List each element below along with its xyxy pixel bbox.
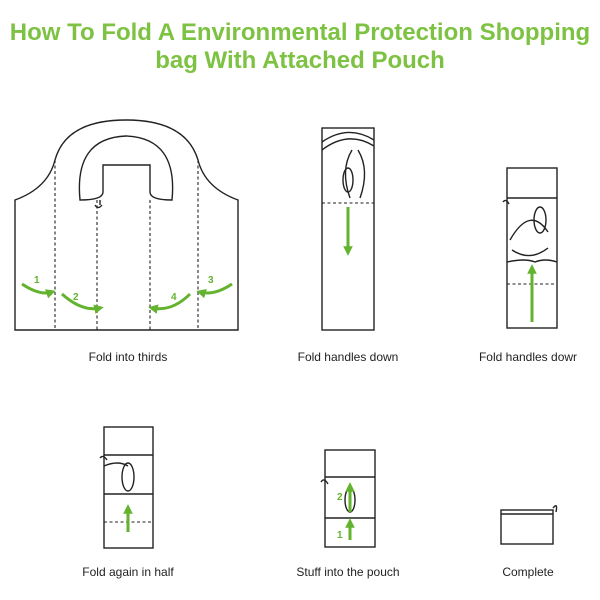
page-title-line-1: How To Fold A Environmental Protection S… xyxy=(9,19,591,46)
step-1-bag-illustration: 1 2 4 3 xyxy=(14,119,239,331)
step-2-bag-illustration xyxy=(321,127,375,331)
step-6-caption: Complete xyxy=(502,565,554,579)
step-5-number-2: 2 xyxy=(337,492,343,503)
step-2-caption: Fold handles down xyxy=(297,350,399,364)
step-1-number-2: 2 xyxy=(73,292,79,303)
step-1-caption: Fold into thirds xyxy=(88,350,168,364)
step-1-number-1: 1 xyxy=(34,275,40,286)
step-4-caption: Fold again in half xyxy=(82,565,174,579)
step-5-caption: Stuff into the pouch xyxy=(296,565,400,579)
step-5-number-1: 1 xyxy=(337,530,343,541)
step-6-pouch-illustration xyxy=(500,505,558,545)
page-title-line-2: bag With Attached Pouch xyxy=(155,47,445,74)
step-1-number-3: 3 xyxy=(208,275,214,286)
step-1-number-4: 4 xyxy=(171,292,177,303)
step-3-caption: Fold handles dowr xyxy=(478,350,578,364)
step-4-bag-illustration xyxy=(99,426,154,549)
step-3-bag-illustration xyxy=(502,167,558,329)
step-5-bag-illustration: 2 1 xyxy=(320,449,376,548)
